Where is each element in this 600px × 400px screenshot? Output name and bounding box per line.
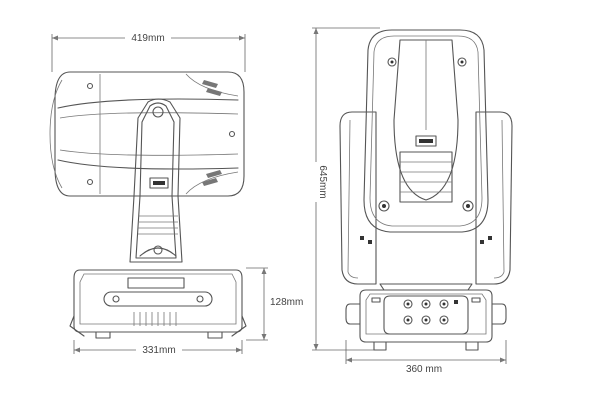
dimension-side-width: 419mm <box>51 31 246 72</box>
front-view-neck <box>379 283 473 291</box>
label-front-width: 360 mm <box>406 364 442 375</box>
side-view-base <box>69 269 247 339</box>
label-total-height: 645mm <box>317 165 328 198</box>
front-view: 360 mm <box>339 29 513 375</box>
dimension-base-height: 128mm <box>246 267 303 341</box>
front-view-yoke <box>339 111 513 285</box>
dimension-base-width: 331mm <box>73 340 243 356</box>
label-side-width: 419mm <box>131 33 164 44</box>
label-base-width: 331mm <box>142 345 175 356</box>
side-view: 419mm 128mm 331mm <box>49 31 303 356</box>
dimension-front-width: 360 mm <box>345 340 507 375</box>
front-view-base <box>345 289 507 351</box>
side-view-yoke-arm <box>129 98 183 263</box>
label-base-height: 128mm <box>270 297 303 308</box>
side-view-head <box>49 71 245 197</box>
dimension-total-height: 645mm <box>309 27 380 351</box>
front-view-head <box>363 29 489 233</box>
